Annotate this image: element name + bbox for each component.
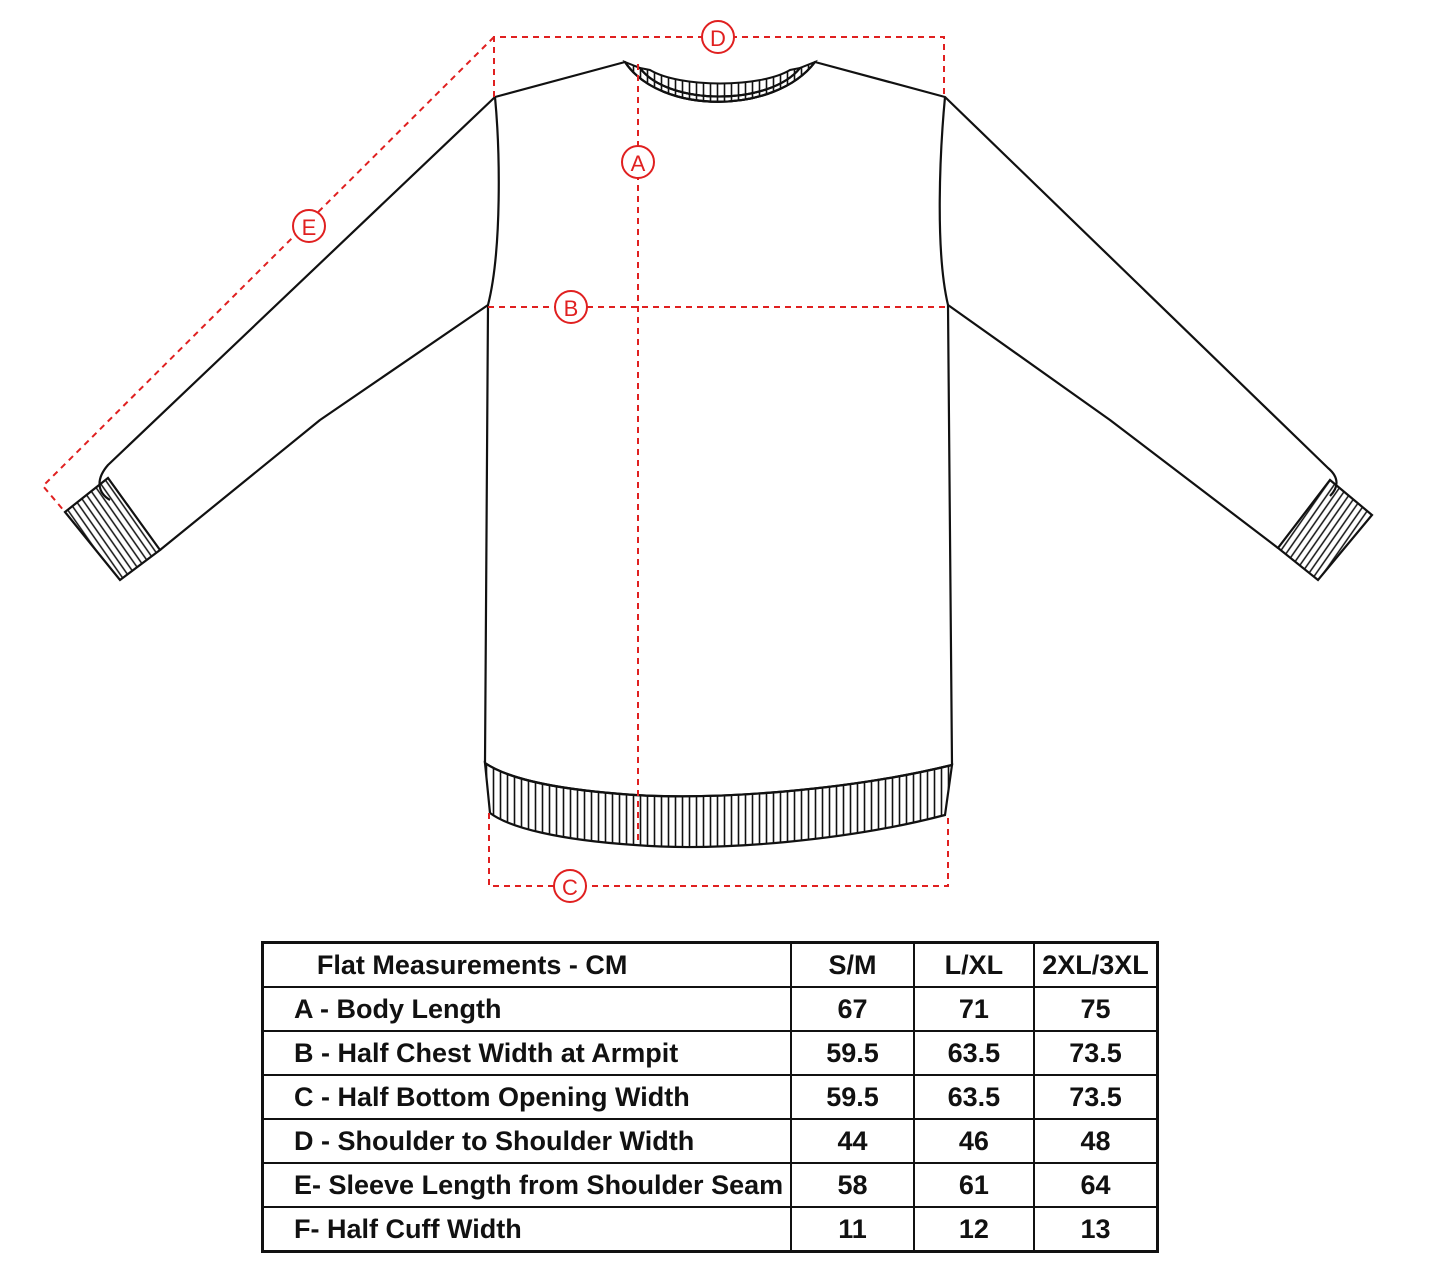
garment-outline [98, 60, 1338, 798]
size-header-lxl: L/XL [912, 941, 1036, 988]
right-cuff [1276, 478, 1374, 582]
svg-text:A: A [631, 151, 646, 176]
row-value: 12 [912, 1206, 1036, 1253]
row-value: 71 [912, 986, 1036, 1032]
row-value: 73.5 [1033, 1030, 1159, 1076]
right-sleeve [944, 96, 1338, 549]
table-row: D - Shoulder to Shoulder Width 44 46 48 [261, 1118, 1159, 1164]
row-value: 59.5 [790, 1074, 915, 1120]
row-value: 58 [790, 1162, 915, 1208]
left-cuff [63, 476, 162, 582]
row-value: 44 [790, 1118, 915, 1164]
row-value: 46 [912, 1118, 1036, 1164]
measurement-guides [41, 36, 949, 887]
svg-text:E: E [302, 215, 317, 240]
body-outline [483, 60, 954, 798]
row-value: 64 [1033, 1162, 1159, 1208]
sweatshirt-diagram: A B C D E [41, 20, 1374, 903]
guide-e-line [41, 36, 495, 513]
row-value: 73.5 [1033, 1074, 1159, 1120]
row-label: D - Shoulder to Shoulder Width [261, 1118, 793, 1164]
marker-b: B [554, 290, 588, 324]
table-row: C - Half Bottom Opening Width 59.5 63.5 … [261, 1074, 1159, 1120]
left-sleeve [98, 96, 496, 551]
size-header-sm: S/M [790, 941, 915, 988]
row-value: 11 [790, 1206, 915, 1253]
hem-rib [483, 760, 954, 849]
row-value: 67 [790, 986, 915, 1032]
svg-text:D: D [710, 26, 726, 51]
guide-c-line [488, 813, 949, 887]
row-value: 63.5 [912, 1074, 1036, 1120]
marker-c: C [553, 869, 587, 903]
marker-a: A [621, 145, 655, 179]
row-label: C - Half Bottom Opening Width [261, 1074, 793, 1120]
table-row: A - Body Length 67 71 75 [261, 986, 1159, 1032]
marker-e: E [292, 209, 326, 243]
guide-d-line [493, 36, 945, 97]
neck-rib-inner [637, 66, 803, 98]
table-row: E- Sleeve Length from Shoulder Seam 58 6… [261, 1162, 1159, 1208]
row-value: 61 [912, 1162, 1036, 1208]
svg-text:C: C [562, 875, 578, 900]
size-header-2xl3xl: 2XL/3XL [1033, 941, 1159, 988]
size-chart-table: Flat Measurements - CM S/M L/XL 2XL/3XL … [261, 941, 1159, 1253]
row-label: A - Body Length [261, 986, 793, 1032]
row-label: E- Sleeve Length from Shoulder Seam [261, 1162, 793, 1208]
row-value: 48 [1033, 1118, 1159, 1164]
row-value: 75 [1033, 986, 1159, 1032]
table-title: Flat Measurements - CM [261, 941, 793, 988]
row-label: B - Half Chest Width at Armpit [261, 1030, 793, 1076]
table-row: F- Half Cuff Width 11 12 13 [261, 1206, 1159, 1253]
row-label: F- Half Cuff Width [261, 1206, 793, 1253]
marker-d: D [701, 20, 735, 54]
row-value: 63.5 [912, 1030, 1036, 1076]
table-row: B - Half Chest Width at Armpit 59.5 63.5… [261, 1030, 1159, 1076]
row-value: 59.5 [790, 1030, 915, 1076]
row-value: 13 [1033, 1206, 1159, 1253]
table-header-row: Flat Measurements - CM S/M L/XL 2XL/3XL [261, 941, 1159, 988]
svg-text:B: B [564, 296, 579, 321]
